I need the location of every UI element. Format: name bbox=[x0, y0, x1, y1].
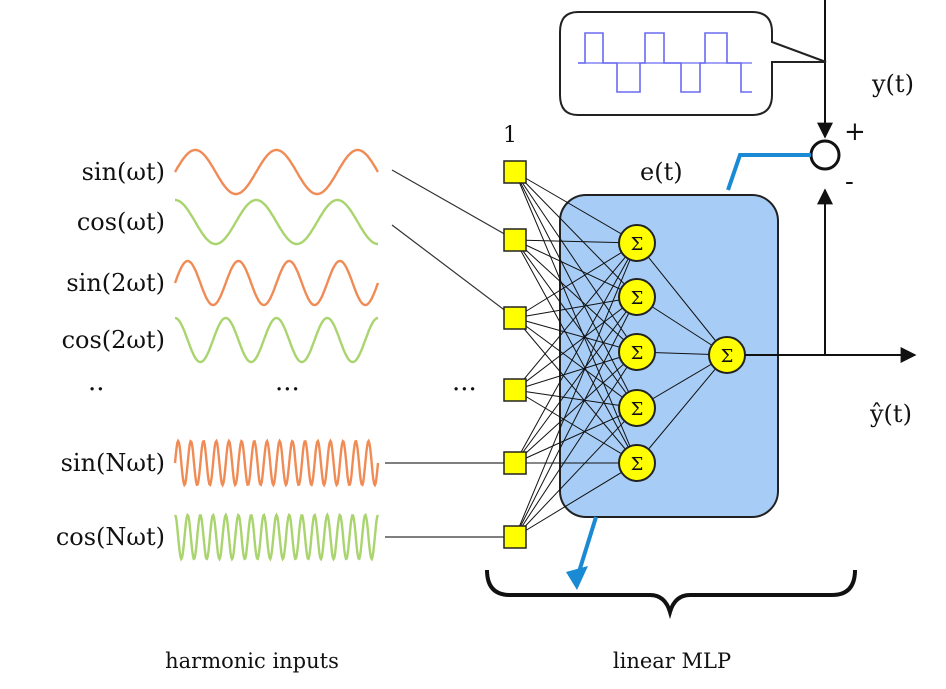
caption-harmonic-inputs: harmonic inputs bbox=[165, 649, 339, 673]
edge-in2-h3 bbox=[514, 239, 638, 353]
ellipsis-nodes: ··· bbox=[452, 375, 477, 405]
summing-junction bbox=[809, 139, 841, 171]
edge-in2-h4 bbox=[514, 239, 638, 409]
edge-in3-h1 bbox=[514, 242, 638, 319]
edge-in5-h1 bbox=[514, 242, 638, 464]
hidden-node-1 bbox=[618, 224, 656, 262]
input-label-1: sin(ωt) bbox=[82, 158, 165, 186]
edge-h1-out bbox=[636, 242, 728, 356]
edge-in5-h4 bbox=[514, 407, 638, 464]
hidden-node-5 bbox=[618, 444, 656, 482]
hidden-node-sigma-1: Σ bbox=[631, 234, 644, 255]
edge-h5-out bbox=[636, 354, 728, 464]
edge-in1-h5 bbox=[514, 171, 638, 464]
edge-in4-h5 bbox=[514, 389, 638, 464]
target-label: y(t) bbox=[871, 70, 914, 98]
edge-in6-h2 bbox=[514, 296, 638, 538]
input-line-1 bbox=[391, 169, 516, 241]
edge-in6-h1 bbox=[514, 242, 638, 538]
edge-in1-h2 bbox=[514, 171, 638, 298]
edge-in1-h3 bbox=[514, 171, 638, 353]
input-label-6: cos(Nωt) bbox=[56, 523, 165, 551]
output-label: ŷ(t) bbox=[869, 400, 912, 428]
input-node-1 bbox=[503, 160, 527, 184]
edge-in3-h2 bbox=[514, 296, 638, 319]
network-connections bbox=[514, 171, 728, 538]
edge-in4-h2 bbox=[514, 296, 638, 391]
error-line bbox=[726, 153, 811, 191]
input-label-3: sin(2ωt) bbox=[66, 269, 165, 297]
ellipsis-waves: ··· bbox=[275, 375, 300, 405]
wave-1 bbox=[173, 148, 380, 196]
hidden-node-sigma-2: Σ bbox=[631, 288, 644, 309]
input-node-6 bbox=[503, 525, 527, 549]
hidden-node-4 bbox=[618, 389, 656, 427]
wave-3 bbox=[173, 259, 380, 307]
input-labels: sin(ωt) cos(ωt) sin(2ωt) cos(2ωt) sin(Nωt) co… bbox=[56, 158, 165, 551]
wave-5 bbox=[173, 438, 380, 488]
edge-in4-h3 bbox=[514, 351, 638, 391]
edge-in4-h1 bbox=[514, 242, 638, 391]
edge-in3-h3 bbox=[514, 317, 638, 353]
input-nodes bbox=[503, 160, 527, 549]
brace-mlp bbox=[485, 569, 857, 620]
input-node-3 bbox=[503, 306, 527, 330]
input-label-4: cos(2ωt) bbox=[62, 326, 165, 354]
edge-in2-h5 bbox=[514, 239, 638, 464]
square-wave bbox=[578, 32, 752, 93]
wave-4 bbox=[174, 316, 379, 364]
minus-sign: - bbox=[845, 167, 854, 197]
edge-in5-h3 bbox=[514, 351, 638, 464]
error-gradient-arrow-head bbox=[566, 566, 588, 590]
edge-in2-h1 bbox=[514, 239, 638, 244]
hidden-node-3 bbox=[618, 333, 656, 371]
ellipsis-labels: ·· bbox=[88, 375, 105, 405]
edge-in1-h1 bbox=[514, 171, 638, 244]
input-line-2 bbox=[391, 224, 516, 319]
wave-2 bbox=[175, 198, 378, 246]
edge-in6-h5 bbox=[514, 462, 638, 538]
edge-in4-h4 bbox=[514, 389, 638, 409]
output-node-sigma: Σ bbox=[721, 346, 734, 367]
plus-sign: + bbox=[844, 117, 866, 147]
input-node-4 bbox=[503, 378, 527, 402]
hidden-node-2 bbox=[618, 278, 656, 316]
edge-in6-h3 bbox=[514, 351, 638, 538]
hidden-node-sigma-5: Σ bbox=[631, 454, 644, 475]
input-lines bbox=[385, 169, 516, 538]
wave-6 bbox=[173, 512, 380, 562]
error-label: e(t) bbox=[640, 158, 683, 186]
input-node-2 bbox=[503, 228, 527, 252]
edge-in6-h4 bbox=[514, 407, 638, 538]
hidden-node-sigma-3: Σ bbox=[631, 343, 644, 364]
input-node-5 bbox=[503, 451, 527, 475]
edge-in2-h2 bbox=[514, 239, 638, 298]
error-gradient-arrow bbox=[576, 516, 598, 576]
harmonic-waves bbox=[173, 148, 380, 562]
hidden-nodes: Σ Σ Σ Σ Σ bbox=[618, 224, 656, 482]
bias-label: 1 bbox=[503, 123, 517, 148]
caption-linear-mlp: linear MLP bbox=[613, 649, 731, 673]
edge-in1-h4 bbox=[514, 171, 638, 409]
edge-in5-h2 bbox=[514, 296, 638, 464]
hidden-node-sigma-4: Σ bbox=[631, 399, 644, 420]
input-label-2: cos(ωt) bbox=[77, 208, 165, 236]
input-label-5: sin(Nωt) bbox=[61, 449, 165, 477]
edge-in3-h4 bbox=[514, 317, 638, 409]
